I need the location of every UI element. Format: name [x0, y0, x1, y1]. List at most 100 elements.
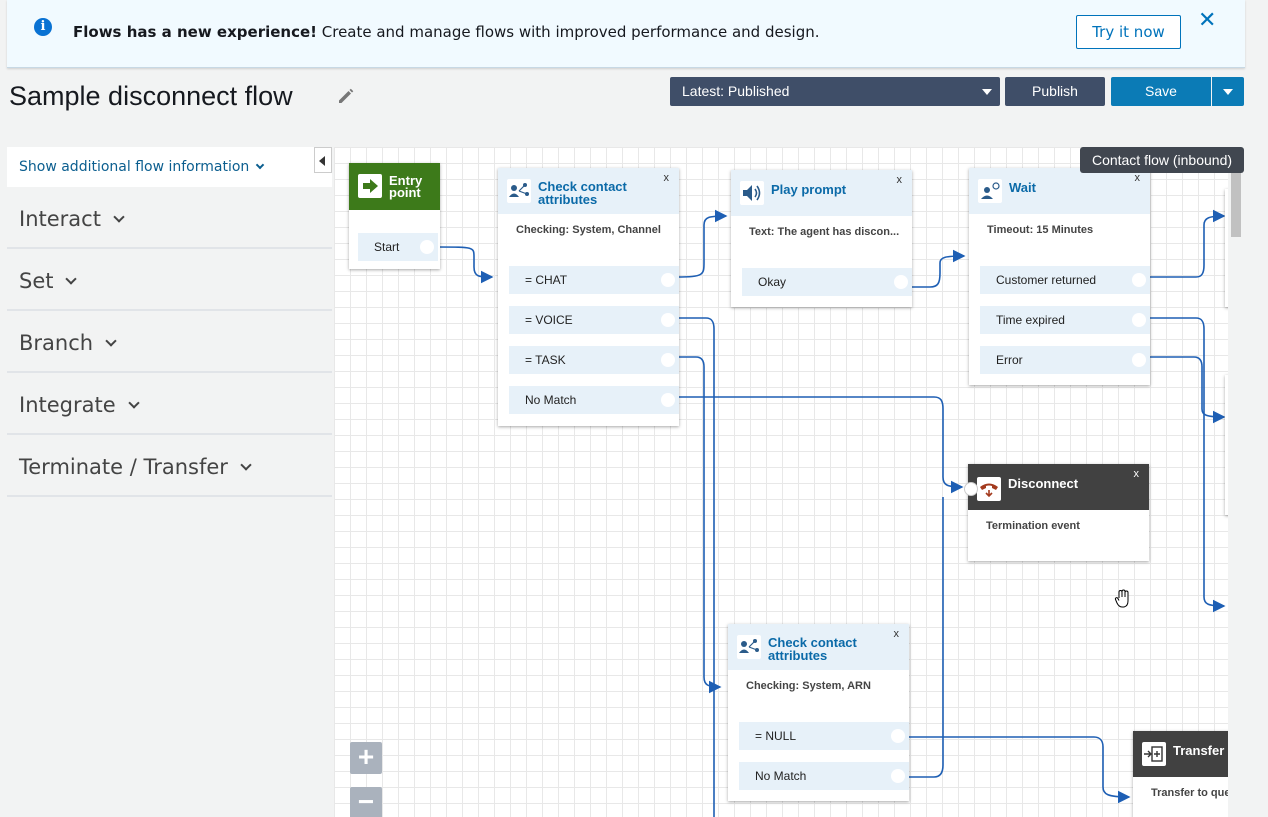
- chevron-down-icon: [256, 160, 265, 170]
- info-icon: i: [34, 18, 52, 36]
- speaker-icon: [740, 181, 764, 205]
- hand-cursor-icon: [1114, 589, 1129, 608]
- offscreen-block[interactable]: [1225, 375, 1228, 515]
- branch-voice: = VOICE: [509, 306, 679, 334]
- scrollbar-thumb[interactable]: [1231, 171, 1241, 237]
- play-prompt-block[interactable]: Play prompt x Text: The agent has discon…: [731, 170, 912, 307]
- connector-null: [902, 736, 1131, 804]
- wait-user-icon: [978, 179, 1002, 203]
- block-description: Checking: System, Channel: [516, 224, 661, 236]
- chevron-down-icon: [1223, 89, 1233, 95]
- category-interact[interactable]: Interact: [7, 189, 332, 249]
- connector-error: [1146, 356, 1226, 424]
- close-block-icon[interactable]: x: [663, 172, 670, 184]
- category-set[interactable]: Set: [7, 251, 332, 311]
- connector-port[interactable]: [661, 393, 675, 407]
- zoom-in-button[interactable]: +: [350, 742, 382, 774]
- connector-port[interactable]: [1132, 353, 1146, 367]
- banner-message: Flows has a new experience! Create and m…: [73, 23, 820, 41]
- connector-port[interactable]: [964, 482, 978, 496]
- block-title: Wait: [1009, 180, 1036, 195]
- block-title: Transfer t: [1173, 743, 1228, 758]
- chevron-down-icon: [65, 273, 78, 285]
- connector-port[interactable]: [661, 313, 675, 327]
- publish-button[interactable]: Publish: [1005, 77, 1105, 106]
- block-description: Text: The agent has discon...: [749, 226, 900, 238]
- show-flow-info-link[interactable]: Show additional flow information: [7, 147, 332, 187]
- close-block-icon[interactable]: x: [893, 628, 900, 640]
- block-description: Termination event: [986, 520, 1080, 532]
- branch-start: Start: [358, 233, 438, 261]
- connector-port[interactable]: [894, 275, 908, 289]
- block-description: Checking: System, ARN: [746, 680, 871, 692]
- category-integrate[interactable]: Integrate: [7, 375, 332, 435]
- branch-error: Error: [980, 346, 1150, 374]
- notification-banner: i Flows has a new experience! Create and…: [7, 0, 1245, 68]
- close-icon[interactable]: ✕: [1198, 8, 1217, 33]
- version-select[interactable]: Latest: Published: [670, 77, 1000, 106]
- block-title: Play prompt: [771, 182, 847, 197]
- branch-chat: = CHAT: [509, 266, 679, 294]
- disconnect-block[interactable]: Disconnect x Termination event: [964, 464, 1149, 561]
- block-library-sidebar: Show additional flow information Interac…: [7, 147, 332, 817]
- connector-port[interactable]: [891, 729, 905, 743]
- connector-task: [676, 356, 722, 694]
- zoom-out-button[interactable]: −: [350, 787, 382, 817]
- connector-chat: [675, 209, 728, 278]
- save-options-button[interactable]: [1212, 77, 1244, 106]
- attributes-icon: [507, 179, 531, 203]
- chevron-down-icon: [982, 89, 992, 95]
- connector-port[interactable]: [1132, 313, 1146, 327]
- branch-null: = NULL: [739, 722, 909, 750]
- block-description: Timeout: 15 Minutes: [987, 224, 1094, 236]
- collapse-sidebar-button[interactable]: [314, 147, 332, 173]
- connector-start: [436, 246, 494, 284]
- close-block-icon[interactable]: x: [896, 174, 903, 186]
- connector-port[interactable]: [1132, 273, 1146, 287]
- version-label: Latest: Published: [682, 83, 790, 99]
- save-button[interactable]: Save: [1111, 77, 1211, 106]
- chevron-down-icon: [240, 459, 252, 471]
- close-block-icon[interactable]: x: [1133, 468, 1140, 480]
- transfer-queue-icon: [1142, 742, 1166, 766]
- connector-voice: [676, 317, 715, 817]
- chevron-down-icon: [113, 211, 125, 223]
- canvas-scrollbar[interactable]: [1228, 147, 1244, 817]
- connector-okay: [910, 249, 966, 288]
- wait-block[interactable]: Wait x Timeout: 15 Minutes Customer retu…: [969, 168, 1150, 385]
- connector-port[interactable]: [891, 769, 905, 783]
- connector-port[interactable]: [661, 273, 675, 287]
- branch-okay: Okay: [742, 268, 912, 296]
- connector-nomatch2: [902, 497, 944, 778]
- connector-customer-returned: [1146, 209, 1226, 278]
- connectors: [436, 209, 1226, 817]
- connector-port[interactable]: [420, 240, 434, 254]
- category-terminate-transfer[interactable]: Terminate / Transfer: [7, 437, 332, 497]
- connector-nomatch1: [676, 396, 964, 494]
- branch-time-expired: Time expired: [980, 306, 1150, 334]
- offscreen-block[interactable]: [1225, 189, 1228, 307]
- branch-task: = TASK: [509, 346, 679, 374]
- branch-customer-returned: Customer returned: [980, 266, 1150, 294]
- category-branch[interactable]: Branch: [7, 313, 332, 373]
- branch-no-match: No Match: [509, 386, 679, 414]
- block-description: Transfer to que: [1151, 787, 1228, 799]
- edit-pencil-icon[interactable]: [336, 86, 356, 106]
- flow-type-tooltip: Contact flow (inbound): [1080, 147, 1244, 173]
- arrow-right-icon: [358, 174, 382, 198]
- close-block-icon[interactable]: x: [1134, 172, 1141, 184]
- transfer-block[interactable]: Transfer t Transfer to que: [1133, 731, 1228, 817]
- connector-port[interactable]: [661, 353, 675, 367]
- chevron-down-icon: [127, 397, 140, 409]
- branch-no-match-2: No Match: [739, 762, 909, 790]
- try-it-now-button[interactable]: Try it now: [1076, 15, 1181, 49]
- page-title: Sample disconnect flow: [9, 81, 293, 111]
- block-title: Disconnect: [1008, 476, 1079, 491]
